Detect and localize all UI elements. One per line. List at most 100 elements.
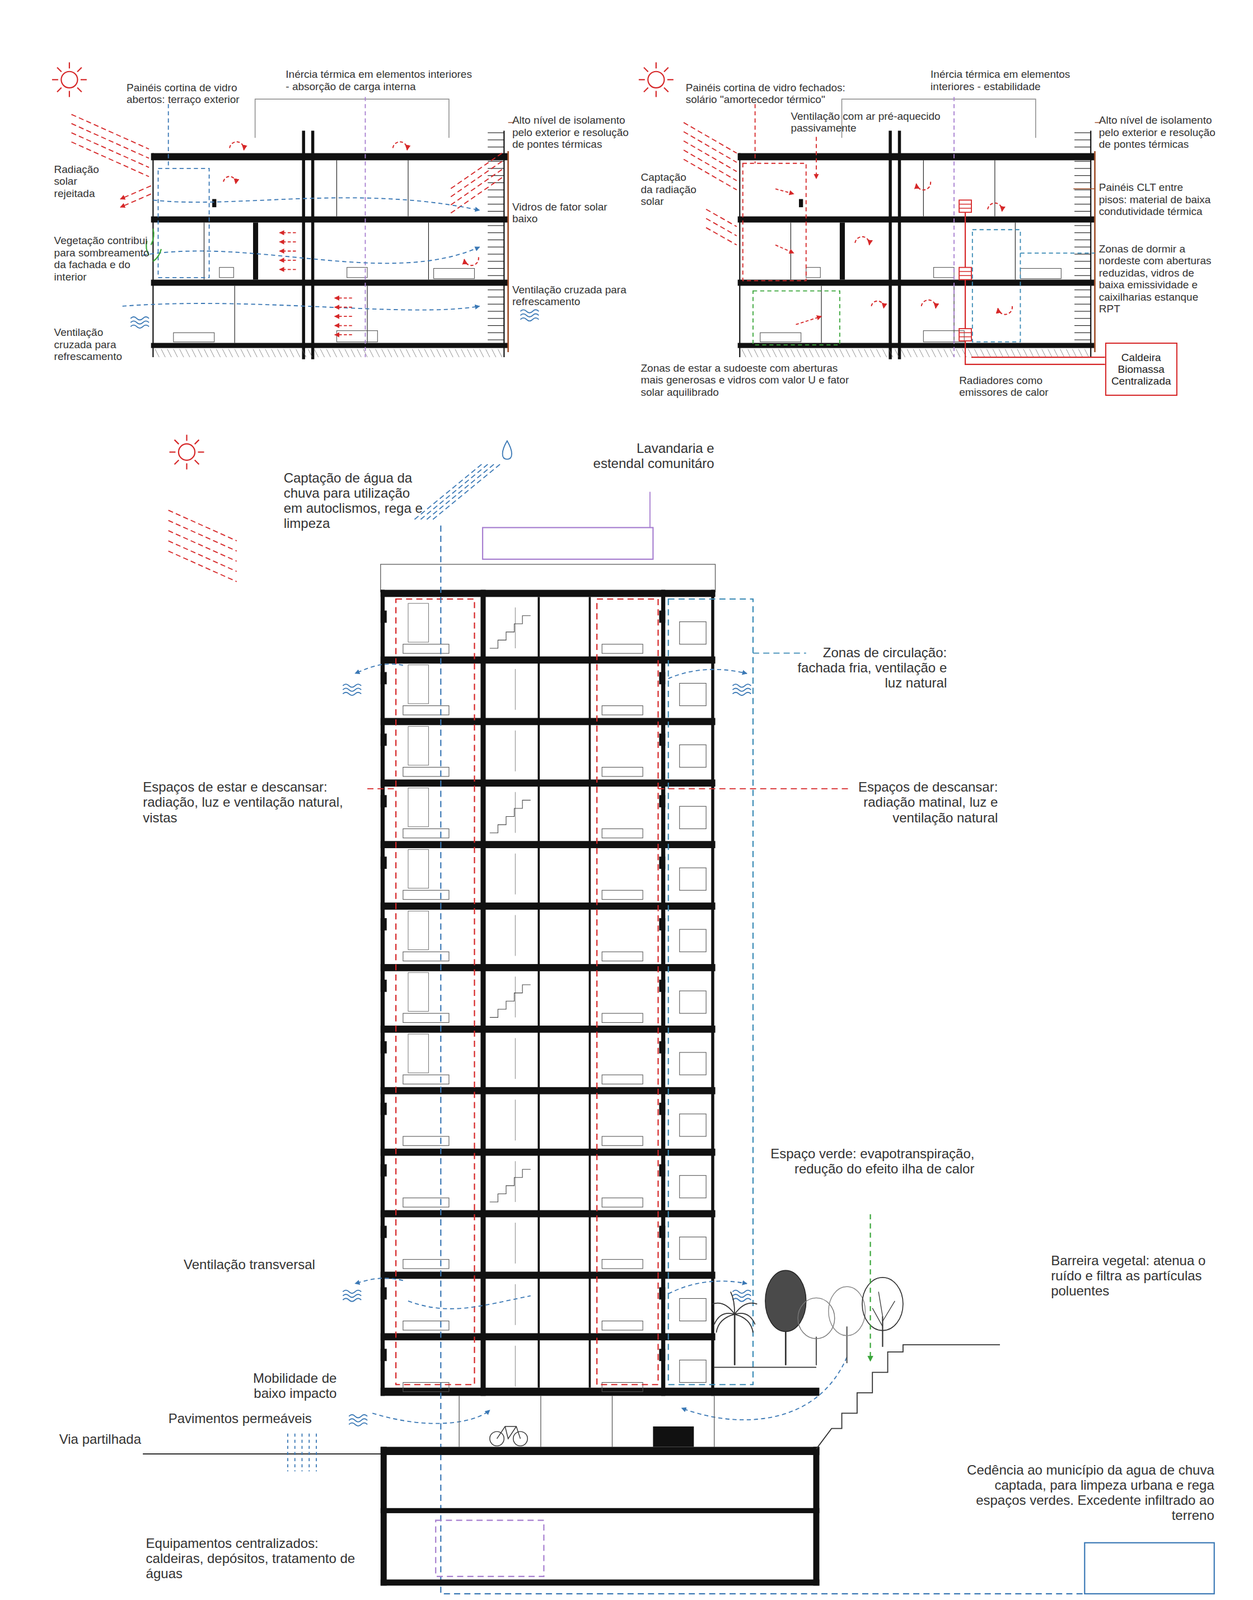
air-wave <box>732 688 752 691</box>
stair-tread <box>487 232 504 233</box>
partition <box>588 596 592 1388</box>
annotation-label: Espaços de descansar: radiação matinal, … <box>834 779 999 825</box>
ground-hatch <box>864 348 869 358</box>
ground-hatch <box>222 348 227 358</box>
ground-hatch <box>1023 348 1028 358</box>
stair-tread <box>487 253 504 255</box>
heat-arrow <box>921 300 937 309</box>
glass-panel-zone <box>157 168 209 278</box>
ground-hatch <box>277 348 282 358</box>
service-block <box>652 1426 694 1447</box>
annotation-label: Radiadores como emissores de calor <box>959 374 1074 399</box>
annotation-label: Pavimentos permeáveis <box>168 1410 343 1427</box>
sun-ray <box>194 440 200 445</box>
living-zone <box>753 291 840 346</box>
ground-hatch <box>950 348 955 358</box>
ventilation-flow <box>354 1278 404 1284</box>
heat-arrow <box>279 268 296 270</box>
ground-hatch <box>1029 348 1034 358</box>
floor-slab <box>737 216 1096 223</box>
door-line <box>515 1038 516 1079</box>
heating-pipe <box>964 279 966 329</box>
annotation-label: Espaços de estar e descansar: radiação, … <box>142 779 368 825</box>
ground-hatch <box>766 348 771 358</box>
window-mark <box>658 1164 666 1177</box>
chair-symbol <box>806 267 821 278</box>
bed-symbol <box>601 1259 643 1269</box>
air-wave <box>348 1418 368 1422</box>
bed-symbol <box>601 1074 643 1084</box>
stair-tread <box>1074 232 1091 233</box>
permeable-mark <box>294 1433 296 1472</box>
ground-hatch <box>906 348 911 358</box>
stair-tread <box>1074 318 1091 319</box>
ground-hatch <box>1066 348 1070 358</box>
door-line <box>515 853 516 895</box>
floor-slab <box>151 153 509 161</box>
window-mark <box>658 1287 666 1300</box>
stair-tread <box>1074 310 1091 312</box>
stair-tread <box>1074 196 1091 198</box>
bed-symbol <box>433 268 475 279</box>
partition <box>234 285 236 343</box>
terrain-line <box>714 1366 817 1368</box>
stair-tread <box>487 225 504 226</box>
ground-hatch <box>888 348 893 358</box>
air-wave <box>520 309 539 313</box>
solar-ray <box>449 161 503 199</box>
door-line <box>515 1099 516 1141</box>
glass-door <box>408 849 429 888</box>
heat-arrow <box>775 188 794 194</box>
stair-tread <box>1074 225 1091 226</box>
column <box>458 1395 460 1447</box>
ground-hatch <box>943 348 948 358</box>
stair-tread <box>487 189 504 191</box>
ground-hatch <box>992 348 997 358</box>
solarium-zone <box>742 163 807 282</box>
radiator-fin <box>959 203 972 205</box>
partition <box>336 160 338 217</box>
window-mark <box>380 918 387 931</box>
annotation-label: Espaço verde: evapotranspiração, redução… <box>770 1146 975 1177</box>
ground-hatch <box>338 348 343 358</box>
ventilation-flow <box>372 1410 490 1424</box>
leader-line <box>753 652 807 654</box>
annotation-label: Ventilação com ar pré-aquecido passivame… <box>790 110 944 135</box>
annotation-label: Captação de água da chuva para utilizaçã… <box>283 470 427 531</box>
bed-symbol <box>403 1013 450 1023</box>
stair-symbol <box>489 615 531 649</box>
solar-ray <box>683 150 737 181</box>
leader-line <box>815 136 817 179</box>
stair-tread <box>1074 246 1091 248</box>
sun-ray <box>185 435 187 442</box>
ground-hatch <box>870 348 875 358</box>
door-line <box>515 976 516 1018</box>
floor-slab <box>151 216 509 223</box>
sun-ray <box>57 87 62 93</box>
ventilation-flow <box>668 1280 747 1294</box>
stair-tread <box>1074 161 1091 162</box>
stair-tread <box>1074 203 1091 205</box>
bed-symbol <box>403 706 450 715</box>
door-line <box>515 607 516 649</box>
annotation-label: Zonas de circulação: fachada fria, venti… <box>793 644 947 691</box>
ground-hatch <box>986 348 991 358</box>
glass-door <box>408 787 429 827</box>
heat-arrow <box>997 306 1013 315</box>
ground-hatch <box>839 348 844 358</box>
annotation-label: Ventilação cruzada para refrescamento <box>54 326 132 363</box>
window-mark <box>658 918 666 931</box>
heat-arrow <box>334 315 353 317</box>
air-wave <box>342 692 362 696</box>
ground-hatch <box>344 348 349 358</box>
ground-hatch <box>845 348 850 358</box>
water-drop <box>502 440 512 460</box>
column <box>540 1395 541 1447</box>
stair-symbol <box>489 984 531 1018</box>
wall <box>380 590 385 1397</box>
window-mark <box>380 733 387 746</box>
solar-ray <box>71 123 150 159</box>
partition <box>1015 222 1016 280</box>
bed-symbol <box>601 767 643 776</box>
window-mark <box>798 199 803 208</box>
